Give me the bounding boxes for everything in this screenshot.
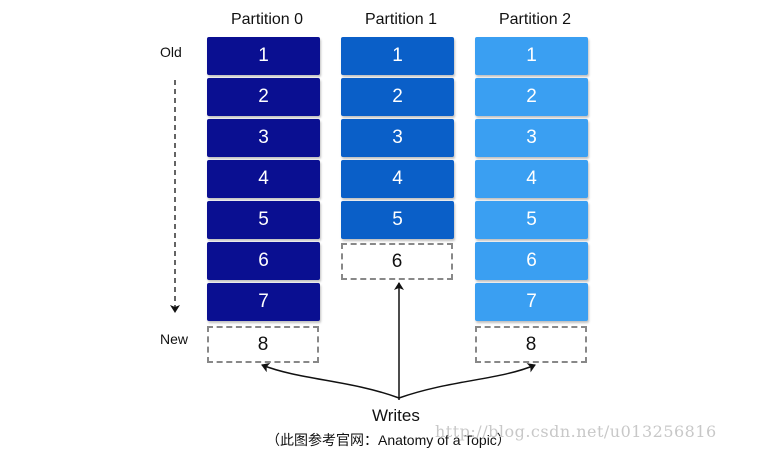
record-cell: 3 — [475, 119, 588, 157]
partition-1-title: Partition 1 — [364, 11, 438, 28]
record-cell: 2 — [341, 78, 454, 116]
record-cell: 3 — [207, 119, 320, 157]
record-cell: 1 — [475, 37, 588, 75]
record-cell: 1 — [341, 37, 454, 75]
record-cell: 5 — [475, 201, 588, 239]
record-cell: 4 — [341, 160, 454, 198]
partition-0-title: Partition 0 — [230, 11, 304, 28]
writes-arrow-partition-2 — [398, 363, 536, 399]
partition-2-title: Partition 2 — [498, 11, 572, 28]
record-cell: 7 — [475, 283, 588, 321]
record-cell: 4 — [207, 160, 320, 198]
old-label: Old — [160, 44, 182, 60]
record-cell: 6 — [475, 242, 588, 280]
record-cell: 3 — [341, 119, 454, 157]
writes-label: Writes — [372, 406, 420, 425]
new-label: New — [160, 331, 189, 347]
pending-record-cell: 6 — [341, 243, 453, 280]
record-cell: 1 — [207, 37, 320, 75]
watermark-url: http://blog.csdn.net/u013256816 — [435, 422, 717, 441]
record-cell: 2 — [475, 78, 588, 116]
pending-record-cell: 8 — [207, 326, 319, 363]
record-cell: 7 — [207, 283, 320, 321]
pending-record-cell: 8 — [475, 326, 587, 363]
record-cell: 2 — [207, 78, 320, 116]
record-cell: 4 — [475, 160, 588, 198]
record-cell: 6 — [207, 242, 320, 280]
diagram-caption: （此图参考官网：Anatomy of a Topic） — [266, 432, 511, 448]
record-cell: 5 — [207, 201, 320, 239]
writes-arrow-partition-0 — [261, 362, 400, 399]
record-cell: 5 — [341, 201, 454, 239]
